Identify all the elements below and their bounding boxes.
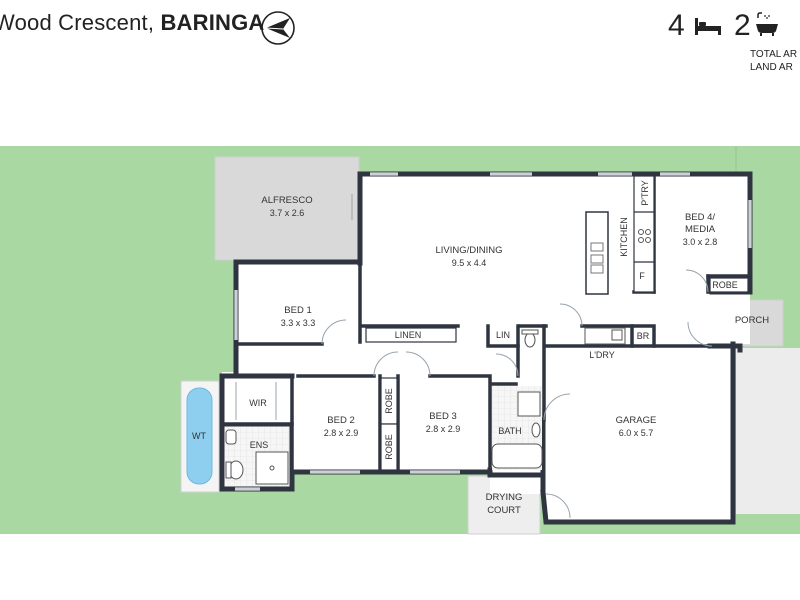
- wir-label: WIR: [249, 398, 267, 408]
- bed3-label: BED 3: [429, 411, 456, 422]
- land-area-label: LAND AR: [750, 62, 793, 73]
- total-area-label: TOTAL AR: [750, 49, 798, 60]
- alfresco-label: ALFRESCO: [261, 195, 312, 206]
- laundry-label: L'DRY: [589, 350, 615, 360]
- laundry-fixtures: [584, 327, 626, 345]
- door-swings: [321, 194, 713, 519]
- linen-label: LINEN: [395, 330, 422, 340]
- compass-icon: [261, 11, 295, 45]
- drying-court-label-line1: DRYING: [486, 492, 523, 503]
- bed-icon: [695, 18, 721, 35]
- interior-walls: [220, 172, 752, 472]
- street-name: Wood Crescent,: [0, 10, 161, 35]
- room-labels: ALFRESCO 3.7 x 2.6 LIVING/DINING 9.5 x 4…: [192, 180, 769, 516]
- drying-court-label-line2: COURT: [487, 505, 521, 516]
- bed2-robe-label-b: ROBE: [384, 434, 394, 460]
- house-floor: [222, 172, 750, 522]
- living-label: LIVING/DINING: [435, 245, 502, 256]
- bathroom-count: 2: [734, 9, 751, 42]
- bathtub-icon: [756, 12, 778, 36]
- lin-label: LIN: [496, 330, 510, 340]
- bed3-size: 2.8 x 2.9: [426, 424, 461, 434]
- robes: [365, 277, 749, 471]
- garage-size: 6.0 x 5.7: [619, 428, 654, 438]
- bed4-label-line2: MEDIA: [685, 224, 716, 235]
- porch-label: PORCH: [735, 315, 769, 326]
- suburb-name: BARINGA: [160, 10, 265, 35]
- kitchen-label: KITCHEN: [619, 217, 629, 257]
- living-size: 9.5 x 4.4: [452, 258, 487, 268]
- ensuite-label: ENS: [250, 440, 269, 450]
- area-totals: TOTAL AR LAND AR: [750, 48, 797, 74]
- garage-label: GARAGE: [616, 415, 657, 426]
- bed2-label: BED 2: [327, 415, 354, 426]
- water-tank: [186, 387, 213, 485]
- fridge-label: F: [639, 271, 645, 281]
- kitchen-fixtures: [585, 175, 655, 295]
- bed4-size: 3.0 x 2.8: [683, 237, 718, 247]
- wir-shelves: [235, 382, 277, 420]
- bed1-size: 3.3 x 3.3: [281, 318, 316, 328]
- bed4-label-line1: BED 4/: [685, 212, 715, 223]
- pantry-label: P'TRY: [640, 180, 650, 206]
- bedroom-count: 4: [668, 9, 685, 42]
- water-tank-label: WT: [192, 431, 206, 441]
- bed4-robe-label: ROBE: [712, 280, 738, 290]
- bed2-robe-label-a: ROBE: [384, 388, 394, 414]
- alfresco-area: [214, 156, 360, 261]
- bed2-size: 2.8 x 2.9: [324, 428, 359, 438]
- alfresco-size: 3.7 x 2.6: [270, 208, 305, 218]
- bed1-label: BED 1: [284, 305, 311, 316]
- bath-label: BATH: [498, 426, 521, 436]
- br-label: BR: [637, 331, 650, 341]
- ensuite-fixtures: [223, 425, 291, 488]
- window-glass: [235, 173, 751, 490]
- driveway: [736, 348, 800, 514]
- property-address: Wood Crescent, BARINGA: [0, 10, 265, 36]
- bath-fixtures: [491, 329, 543, 470]
